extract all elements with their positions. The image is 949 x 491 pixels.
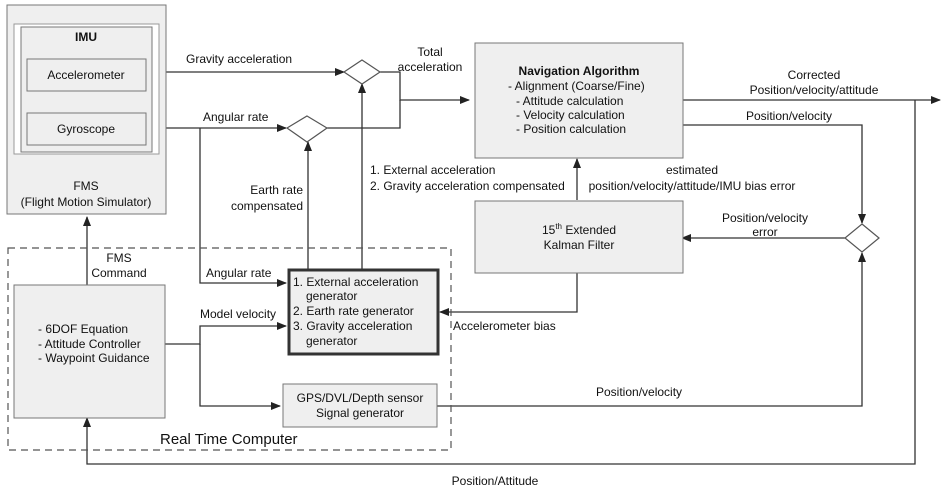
6dof-box	[13, 284, 166, 419]
estimated-label-1: estimated	[666, 163, 718, 177]
fms-label-line2: (Flight Motion Simulator)	[21, 195, 152, 209]
nav-item: - Alignment (Coarse/Fine)	[508, 79, 645, 93]
real-time-computer-boundary	[7, 247, 452, 451]
pos-vel-bottom-label: Position/velocity	[596, 385, 682, 399]
gps-signal-generator-box	[282, 383, 438, 428]
summing-junction-error	[844, 223, 880, 253]
pos-vel-error-label-2: error	[752, 225, 777, 239]
earth-rate-label-1: Earth rate	[250, 183, 303, 197]
summing-junction-angular-rate	[285, 115, 329, 143]
accel-bias-label: Accelerometer bias	[453, 319, 556, 333]
ext-acc-label-1: 1. External acceleration	[370, 163, 495, 177]
navigation-algorithm-box	[474, 42, 684, 159]
imu-title: IMU	[75, 30, 97, 44]
fms-label-line1: FMS	[73, 179, 98, 193]
accel-bias-line	[439, 273, 578, 316]
6dof-item: - Waypoint Guidance	[38, 351, 150, 365]
earth-rate-label-2: compensated	[231, 199, 303, 213]
angular-rate-label-top: Angular rate	[203, 110, 269, 124]
6dof-item: - Attitude Controller	[38, 337, 141, 351]
gps-line1: GPS/DVL/Depth sensor	[297, 391, 424, 405]
nav-item: - Attitude calculation	[516, 94, 623, 108]
nav-item: - Velocity calculation	[516, 108, 625, 122]
model-velocity-label: Model velocity	[200, 307, 276, 321]
accelerometer-box	[26, 58, 147, 92]
navigation-algorithm-title: Navigation Algorithm	[519, 64, 640, 78]
signal-generator-box	[287, 268, 440, 356]
gyroscope-box	[26, 112, 147, 146]
generator-item: 3. Gravity acceleration	[293, 319, 412, 333]
sum2-to-nav-line	[327, 100, 401, 129]
corrected-label-1: Corrected	[788, 68, 841, 82]
generator-item: 2. Earth rate generator	[293, 304, 414, 318]
sum1-to-nav-line	[380, 71, 470, 104]
fms-command-label-2: Command	[91, 266, 146, 280]
6dof-item: - 6DOF Equation	[38, 322, 128, 336]
model-velocity-line	[165, 322, 287, 345]
generator-item: generator	[306, 334, 357, 348]
real-time-computer-label: Real Time Computer	[160, 431, 298, 448]
generator-item: 1. External acceleration	[293, 275, 418, 289]
gps-line2: Signal generator	[316, 406, 404, 420]
kalman-filter-line2: Kalman Filter	[544, 238, 615, 252]
nav-item: - Position calculation	[516, 122, 626, 136]
pos-att-label: Position/Attitude	[452, 474, 539, 488]
kalman-filter-line1: 15th Extended	[542, 222, 616, 237]
accelerometer-label: Accelerometer	[47, 68, 124, 82]
ext-acc-label-2: 2. Gravity acceleration compensated	[370, 179, 565, 193]
fms-command-label-1: FMS	[106, 251, 131, 265]
kalman-filter-box	[474, 200, 684, 274]
signal-labels: Gravity acceleration Total acceleration …	[91, 45, 878, 488]
gravity-acc-label: Gravity acceleration	[186, 52, 292, 66]
corrected-label-2: Position/velocity/attitude	[750, 83, 879, 97]
angular-rate-to-gen-line	[199, 128, 287, 287]
gyroscope-label: Gyroscope	[57, 122, 115, 136]
pos-vel-right-label: Position/velocity	[746, 109, 832, 123]
model-velocity-to-gps-line	[199, 344, 281, 410]
summing-junction-total-acc	[342, 59, 382, 85]
gps-to-sum3-line	[437, 252, 866, 407]
estimated-label-2: position/velocity/attitude/IMU bias erro…	[589, 179, 796, 193]
generator-item: generator	[306, 289, 357, 303]
angular-rate-label-mid: Angular rate	[206, 266, 272, 280]
pos-vel-error-label-1: Position/velocity	[722, 211, 808, 225]
connectors	[83, 68, 941, 465]
total-acc-label-2: acceleration	[398, 60, 463, 74]
pos-vel-to-sum3-line	[683, 124, 866, 224]
position-attitude-loop	[83, 100, 916, 465]
total-acc-label-1: Total	[417, 45, 442, 59]
